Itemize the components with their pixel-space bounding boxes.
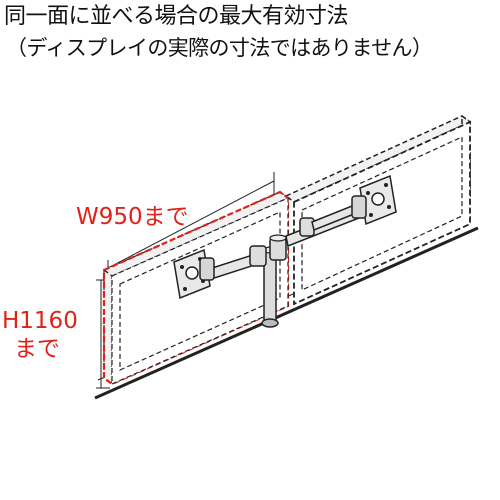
width-dimension-line: [107, 180, 275, 269]
width-dimension-label: W950まで: [76, 204, 189, 230]
height-dimension-label-line1: H1160: [2, 308, 78, 334]
desk-edge: [94, 226, 479, 400]
left-vesa-plate: [173, 248, 215, 300]
right-vesa-plate: [351, 174, 397, 226]
left-display-outline: [102, 190, 290, 386]
page-subtitle: （ディスプレイの実際の寸法ではありません）: [6, 36, 433, 60]
page-title: 同一面に並べる場合の最大有効寸法: [4, 4, 349, 29]
left-arm: [205, 234, 287, 281]
height-dimension-label-line2: まで: [14, 336, 60, 362]
